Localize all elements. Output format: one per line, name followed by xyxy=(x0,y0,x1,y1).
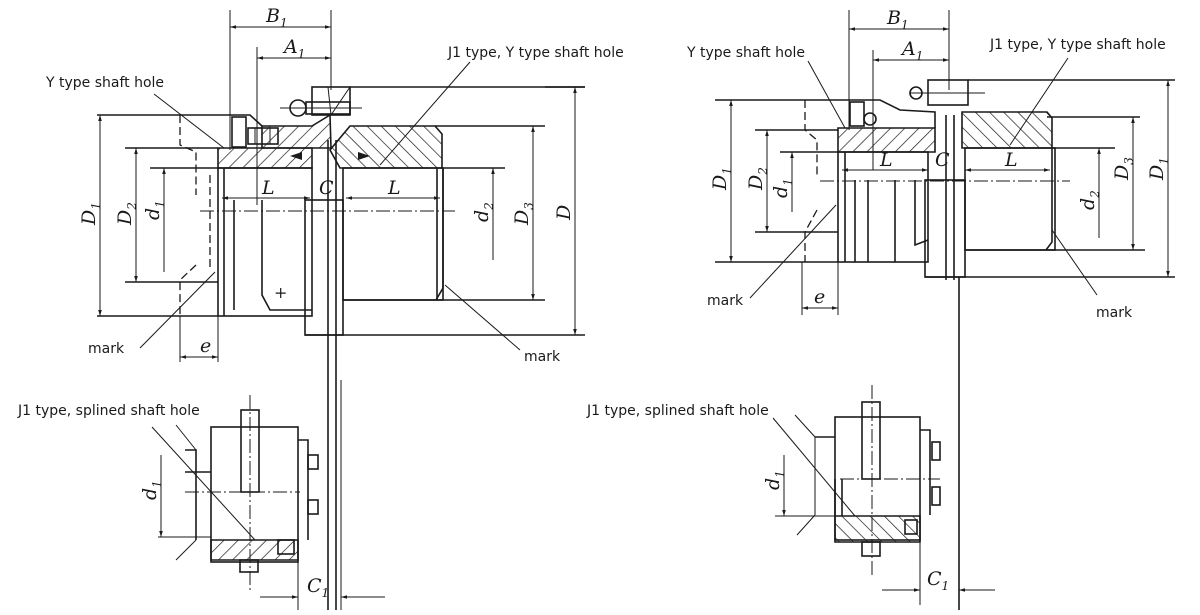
dim-b1: B1 xyxy=(265,5,288,30)
dim-right-d2-small: d2 xyxy=(1077,190,1102,210)
leader-right-mark-left xyxy=(749,204,837,299)
dim-right-d-outer: D1 xyxy=(1146,157,1171,181)
label-mark-left: mark xyxy=(88,341,125,357)
left-sleeve-section xyxy=(261,113,332,149)
seal-ring xyxy=(231,116,247,148)
dim-d1-detail-right: d1 xyxy=(762,470,787,490)
dim-d2-big: D2 xyxy=(114,202,139,226)
left-splined-detail: C1 d1 xyxy=(139,380,385,610)
leader-j1-y-shaft-hole xyxy=(379,61,471,166)
leader-j1-splined xyxy=(151,426,256,541)
dim-d1-big: D1 xyxy=(78,202,103,226)
label-right-j1-y-shaft-hole: J1 type, Y type shaft hole xyxy=(990,37,1166,53)
dim-d2-small: d2 xyxy=(471,202,496,222)
dim-right-l-left: L xyxy=(879,149,893,171)
left-hub xyxy=(217,167,313,317)
center-flange xyxy=(304,199,344,336)
leader-mark-right xyxy=(444,284,521,351)
dim-d-outer: D xyxy=(553,205,575,221)
label-right-mark-left: mark xyxy=(707,293,744,309)
label-j1-y-shaft-hole: J1 type, Y type shaft hole xyxy=(448,45,624,61)
leader-right-j1-y-shaft-hole xyxy=(1009,57,1069,146)
label-j1-splined: J1 type, splined shaft hole xyxy=(18,403,200,419)
dim-d1-small: d1 xyxy=(142,200,167,220)
dim-right-d1-small: d1 xyxy=(770,178,795,198)
leader-mark-left xyxy=(139,271,216,349)
dim-right-c: C xyxy=(935,149,950,171)
left-main-view: + B1 A1 L C L e D1 D2 d1 xyxy=(78,5,585,610)
label-mark-right: mark xyxy=(524,349,561,365)
label-right-y-shaft-hole: Y type shaft hole xyxy=(687,45,806,61)
dim-right-l-right: L xyxy=(1004,149,1018,171)
dim-e: e xyxy=(200,335,211,357)
leader-right-mark-right xyxy=(1051,229,1098,296)
dim-right-d3: D3 xyxy=(1111,157,1136,181)
dim-right-d2-big: D2 xyxy=(745,167,770,191)
label-right-j1-splined: J1 type, splined shaft hole xyxy=(587,403,769,419)
leader-y-shaft-hole xyxy=(153,93,225,149)
dim-right-e: e xyxy=(814,286,825,308)
leader-right-y-shaft-hole xyxy=(807,60,846,129)
dim-l-left: L xyxy=(261,177,275,199)
dim-c: C xyxy=(319,177,334,199)
dim-right-a1: A1 xyxy=(900,38,923,63)
dim-l-right: L xyxy=(387,177,401,199)
right-main-view: B1 A1 L C L e D1 D2 d1 d2 D3 D1 xyxy=(709,7,1175,610)
dim-right-b1: B1 xyxy=(886,7,909,32)
label-right-mark-right: mark xyxy=(1096,305,1133,321)
dim-d1-detail-left: d1 xyxy=(139,480,164,500)
right-splined-detail: C1 d1 xyxy=(762,385,995,605)
right-sleeve-section xyxy=(329,125,443,169)
dim-c1-left: C1 xyxy=(307,575,329,600)
dim-d3: D3 xyxy=(511,202,536,226)
dim-right-d1-big: D1 xyxy=(709,167,734,191)
dim-c1-right: C1 xyxy=(927,568,949,593)
dim-a1: A1 xyxy=(282,36,305,61)
label-y-shaft-hole: Y type shaft hole xyxy=(46,75,165,91)
leader-right-j1-splined xyxy=(772,417,856,517)
svg-text:+: + xyxy=(274,283,287,302)
